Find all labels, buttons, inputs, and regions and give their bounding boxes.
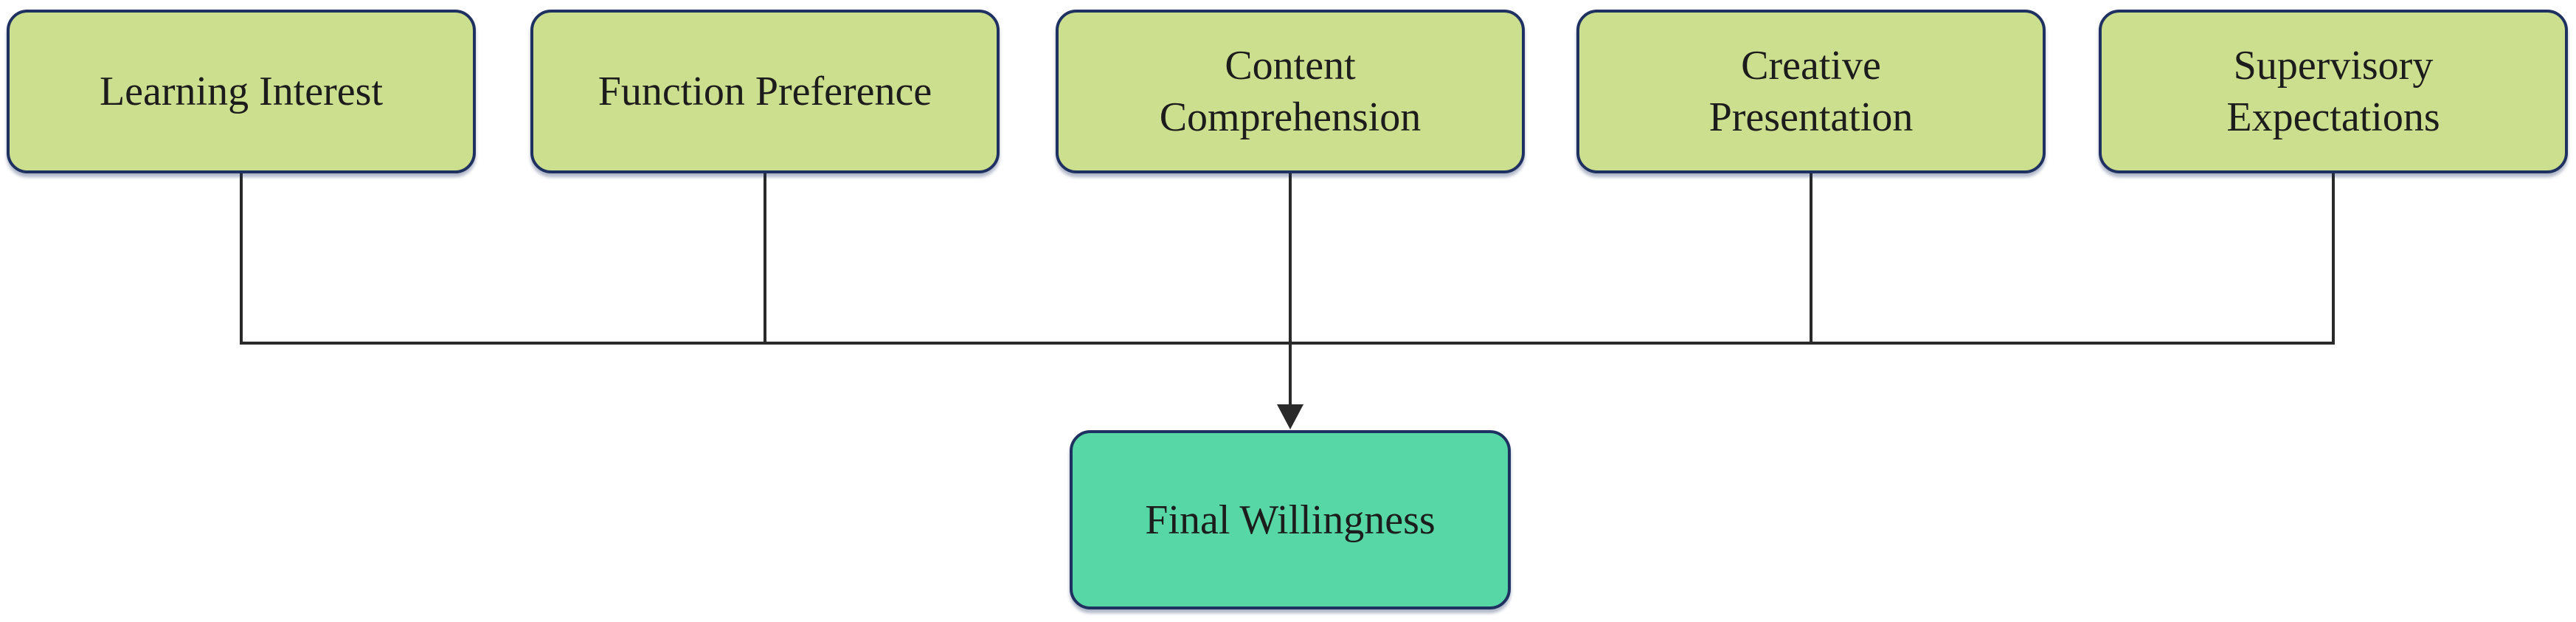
result-node-final-willingness: Final Willingness [1070, 430, 1511, 609]
factor-label-content-comprehension: Content Comprehension [1159, 43, 1422, 140]
factor-node-learning-interest: Learning Interest [7, 10, 476, 173]
factor-node-function-preference: Function Preference [530, 10, 1000, 173]
factor-node-content-comprehension: Content Comprehension [1056, 10, 1525, 173]
factor-label-function-preference: Function Preference [598, 69, 932, 114]
arrowhead-icon [1277, 404, 1303, 429]
factor-node-creative-presentation: Creative Presentation [1576, 10, 2046, 173]
factor-label-learning-interest: Learning Interest [99, 69, 384, 114]
factor-label-supervisory-expectations: Supervisory Expectations [2226, 43, 2440, 140]
result-label-final-willingness: Final Willingness [1145, 497, 1436, 543]
factor-label-creative-presentation: Creative Presentation [1708, 43, 1914, 140]
factor-node-supervisory-expectations: Supervisory Expectations [2099, 10, 2568, 173]
